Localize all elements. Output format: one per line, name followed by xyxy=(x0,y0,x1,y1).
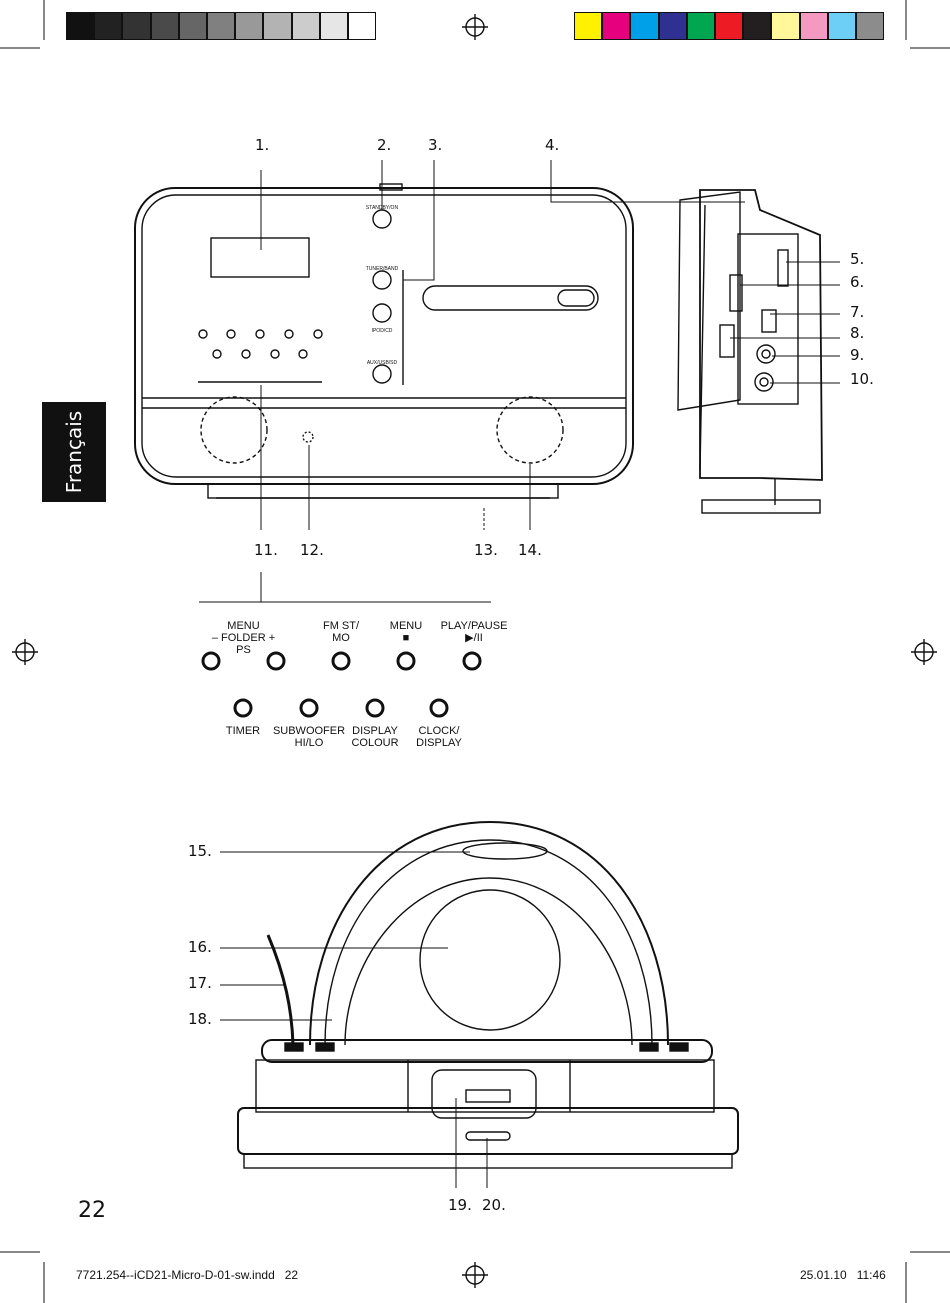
registration-target-top xyxy=(462,14,488,40)
colorbar-swatch xyxy=(827,12,856,40)
callout-11: 11. xyxy=(254,541,278,559)
callout-16: 16. xyxy=(188,938,212,956)
graybar-swatch xyxy=(235,12,264,40)
callout-2: 2. xyxy=(377,136,392,154)
fm-st-mo-label: FM ST/ MO xyxy=(322,620,360,644)
colorbar-swatch xyxy=(771,12,800,40)
graybar-swatch xyxy=(66,12,95,40)
colorbar-swatch xyxy=(715,12,744,40)
menu-stop-label: MENU ■ xyxy=(389,620,423,644)
colorbar-swatch xyxy=(630,12,659,40)
graybar-swatch xyxy=(319,12,348,40)
tuner-band-label: TUNER/BAND xyxy=(365,266,399,272)
callout-5: 5. xyxy=(850,250,865,268)
graybar-swatch xyxy=(291,12,320,40)
language-tab-label: Français xyxy=(62,410,86,494)
clock-display-label: CLOCK/ DISPLAY xyxy=(416,725,462,749)
language-tab: Français xyxy=(42,402,106,502)
colorbar-swatch xyxy=(743,12,772,40)
control-panel-buttons xyxy=(201,651,482,718)
colorbar-swatch xyxy=(574,12,603,40)
play-pause-label: PLAY/PAUSE ▶/II xyxy=(440,620,508,644)
callout-1: 1. xyxy=(255,136,270,154)
aux-usb-sd-label: AUX/USB/SD xyxy=(366,360,398,366)
subwoofer-label: SUBWOOFER HI/LO xyxy=(272,725,346,749)
colorbar-swatch xyxy=(658,12,687,40)
side-view xyxy=(677,189,823,514)
registration-target-right xyxy=(911,639,937,665)
footer-file-name: 7721.254--iCD21-Micro-D-01-sw.indd 22 xyxy=(76,1268,299,1282)
registration-target-bottom xyxy=(462,1262,488,1288)
callout-12: 12. xyxy=(300,541,324,559)
callout-3: 3. xyxy=(428,136,443,154)
callout-14: 14. xyxy=(518,541,542,559)
footer-date: 25.01.10 11:46 xyxy=(800,1268,886,1282)
callout-4: 4. xyxy=(545,136,560,154)
graybar-swatch xyxy=(263,12,292,40)
callout-20: 20. xyxy=(482,1196,506,1214)
callout-19: 19. xyxy=(448,1196,472,1214)
callout-9: 9. xyxy=(850,346,865,364)
callout-13: 13. xyxy=(474,541,498,559)
graybar-swatch xyxy=(94,12,123,40)
callout-15: 15. xyxy=(188,842,212,860)
display-colour-label: DISPLAY COLOUR xyxy=(351,725,399,749)
ipod-cd-label: IPOD/CD xyxy=(371,328,393,334)
colorbar-swatch xyxy=(602,12,631,40)
callout-8: 8. xyxy=(850,324,865,342)
leader-lines xyxy=(199,160,840,603)
standby-label: STANDBY/ON xyxy=(365,205,399,211)
graybar-swatch xyxy=(122,12,151,40)
callout-7: 7. xyxy=(850,303,865,321)
top-view xyxy=(237,820,739,1169)
colorbar-swatch xyxy=(856,12,885,40)
callout-6: 6. xyxy=(850,273,865,291)
callout-10: 10. xyxy=(850,370,874,388)
front-view xyxy=(134,183,634,499)
graybar-swatch xyxy=(207,12,236,40)
callout-18: 18. xyxy=(188,1010,212,1028)
colorbar-swatch xyxy=(686,12,715,40)
graybar-swatch xyxy=(150,12,179,40)
page-number: 22 xyxy=(78,1198,106,1223)
colorbar-swatch xyxy=(799,12,828,40)
callout-17: 17. xyxy=(188,974,212,992)
graybar-swatch xyxy=(178,12,207,40)
graybar-swatch xyxy=(348,12,377,40)
timer-label: TIMER xyxy=(225,725,261,737)
registration-target-left xyxy=(12,639,38,665)
top-view-leaders xyxy=(220,851,488,1188)
menu-folder-ps-label: MENU – FOLDER + PS xyxy=(211,620,276,656)
